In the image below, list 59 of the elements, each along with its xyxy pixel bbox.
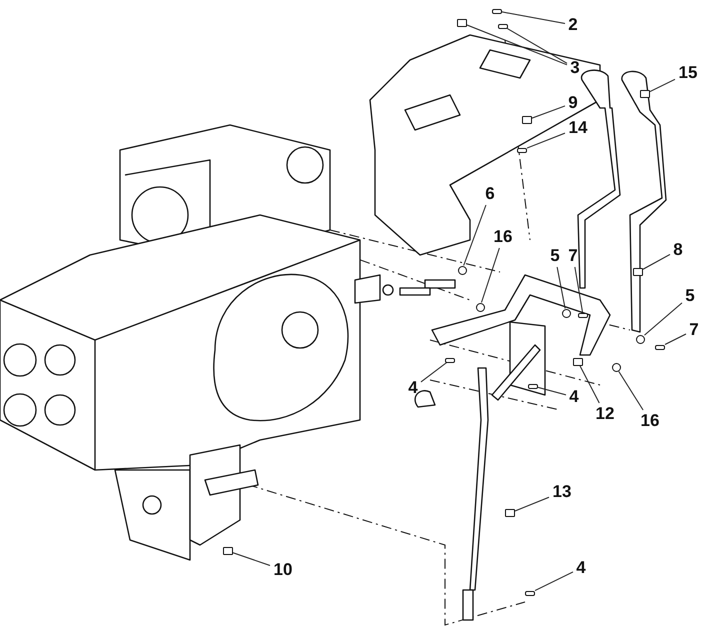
callout-number: 4: [407, 379, 419, 397]
leader-line: [232, 552, 270, 566]
callout-number: 8: [672, 241, 684, 259]
leader-line: [664, 334, 686, 345]
fastener-part: [505, 509, 515, 517]
leader-line: [463, 204, 486, 266]
fastener-part: [633, 268, 643, 276]
callout-number: 16: [492, 228, 514, 246]
callout-number: 13: [552, 483, 572, 501]
leader-line: [466, 24, 568, 66]
fastener-part: [517, 148, 527, 152]
callout-number: 3: [569, 59, 581, 77]
callout-number: 6: [484, 185, 496, 203]
leader-line: [514, 496, 550, 512]
leader-line: [556, 266, 566, 309]
leader-line: [642, 254, 670, 270]
callout-number: 7: [567, 247, 579, 265]
leader-line: [526, 132, 566, 149]
callout-number: 4: [568, 388, 580, 406]
callout-number: 15: [678, 64, 698, 82]
washer-part: [562, 308, 570, 318]
washer-part: [476, 302, 484, 312]
leader-line: [538, 386, 566, 396]
fastener-part: [492, 8, 502, 14]
washer-part: [612, 362, 620, 372]
callout-number: 4: [575, 559, 587, 577]
callout-number: 12: [594, 405, 616, 423]
fastener-part: [457, 19, 467, 27]
leader-line: [618, 371, 644, 410]
callout-number: 9: [567, 94, 579, 112]
leader-line: [480, 248, 500, 303]
fastener-part: [498, 24, 508, 28]
fastener-part: [525, 590, 535, 596]
fastener-part: [578, 312, 588, 318]
fastener-part: [223, 547, 233, 555]
fastener-part: [573, 358, 583, 366]
callout-number: 5: [684, 287, 696, 305]
callout-number: 14: [568, 119, 588, 137]
fastener-part: [522, 116, 532, 124]
leader-line: [580, 366, 600, 404]
leader-line: [644, 302, 682, 336]
fastener-part: [640, 90, 650, 98]
fastener-part: [445, 358, 455, 362]
leader-line: [506, 28, 568, 64]
leader-line: [420, 362, 448, 382]
leader-line: [650, 78, 676, 92]
leader-line: [534, 571, 574, 592]
fastener-part: [655, 344, 665, 350]
callout-number: 10: [272, 561, 294, 579]
callout-number: 16: [640, 412, 660, 430]
fastener-part: [528, 384, 538, 388]
leader-line: [574, 266, 584, 313]
washer-part: [636, 334, 644, 344]
leader-line: [532, 105, 566, 119]
callout-number: 2: [567, 16, 579, 34]
washer-part: [458, 266, 466, 274]
leader-line: [502, 11, 566, 24]
callout-number: 7: [688, 321, 700, 339]
callout-number: 5: [549, 247, 561, 265]
